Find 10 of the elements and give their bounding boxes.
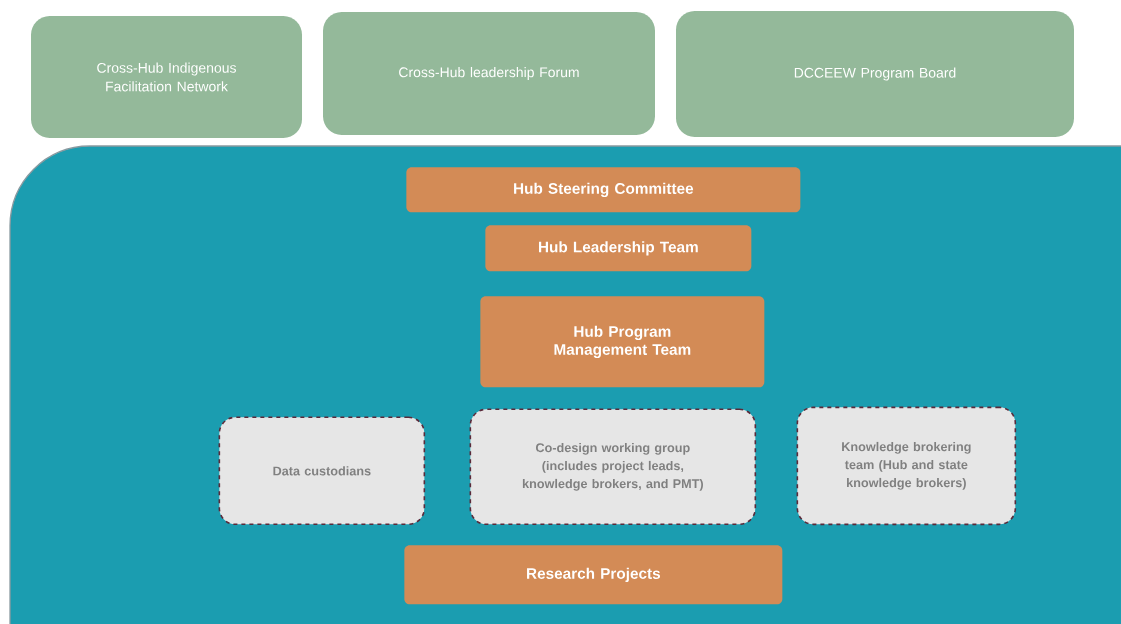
team-box: Hub Steering Committee [406, 167, 801, 213]
working-group-box: Co-design working group (includes project leads, knowledge brokers, and PMT) [469, 408, 757, 526]
group-box: DCCEEW Program Board [676, 11, 1074, 137]
team-box: Hub Program Management Team [480, 296, 765, 388]
group-box: Cross-Hub leadership Forum [323, 12, 655, 135]
team-box: Hub Leadership Team [485, 225, 752, 272]
working-group-box: Knowledge brokering team (Hub and state knowledge brokers) [796, 406, 1017, 526]
working-group-box: Data custodians [218, 416, 426, 526]
team-box: Research Projects [404, 545, 783, 605]
group-box: Cross-Hub Indigenous Facilitation Network [31, 16, 302, 138]
